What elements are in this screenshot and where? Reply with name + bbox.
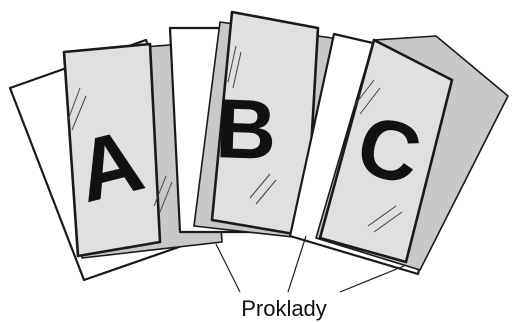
caption-label: Proklady bbox=[241, 296, 327, 321]
leader-line-a bbox=[216, 244, 240, 292]
leader-line-b bbox=[288, 236, 306, 292]
sheet-letter-b: B bbox=[214, 81, 278, 177]
leader-line-c bbox=[340, 266, 404, 292]
